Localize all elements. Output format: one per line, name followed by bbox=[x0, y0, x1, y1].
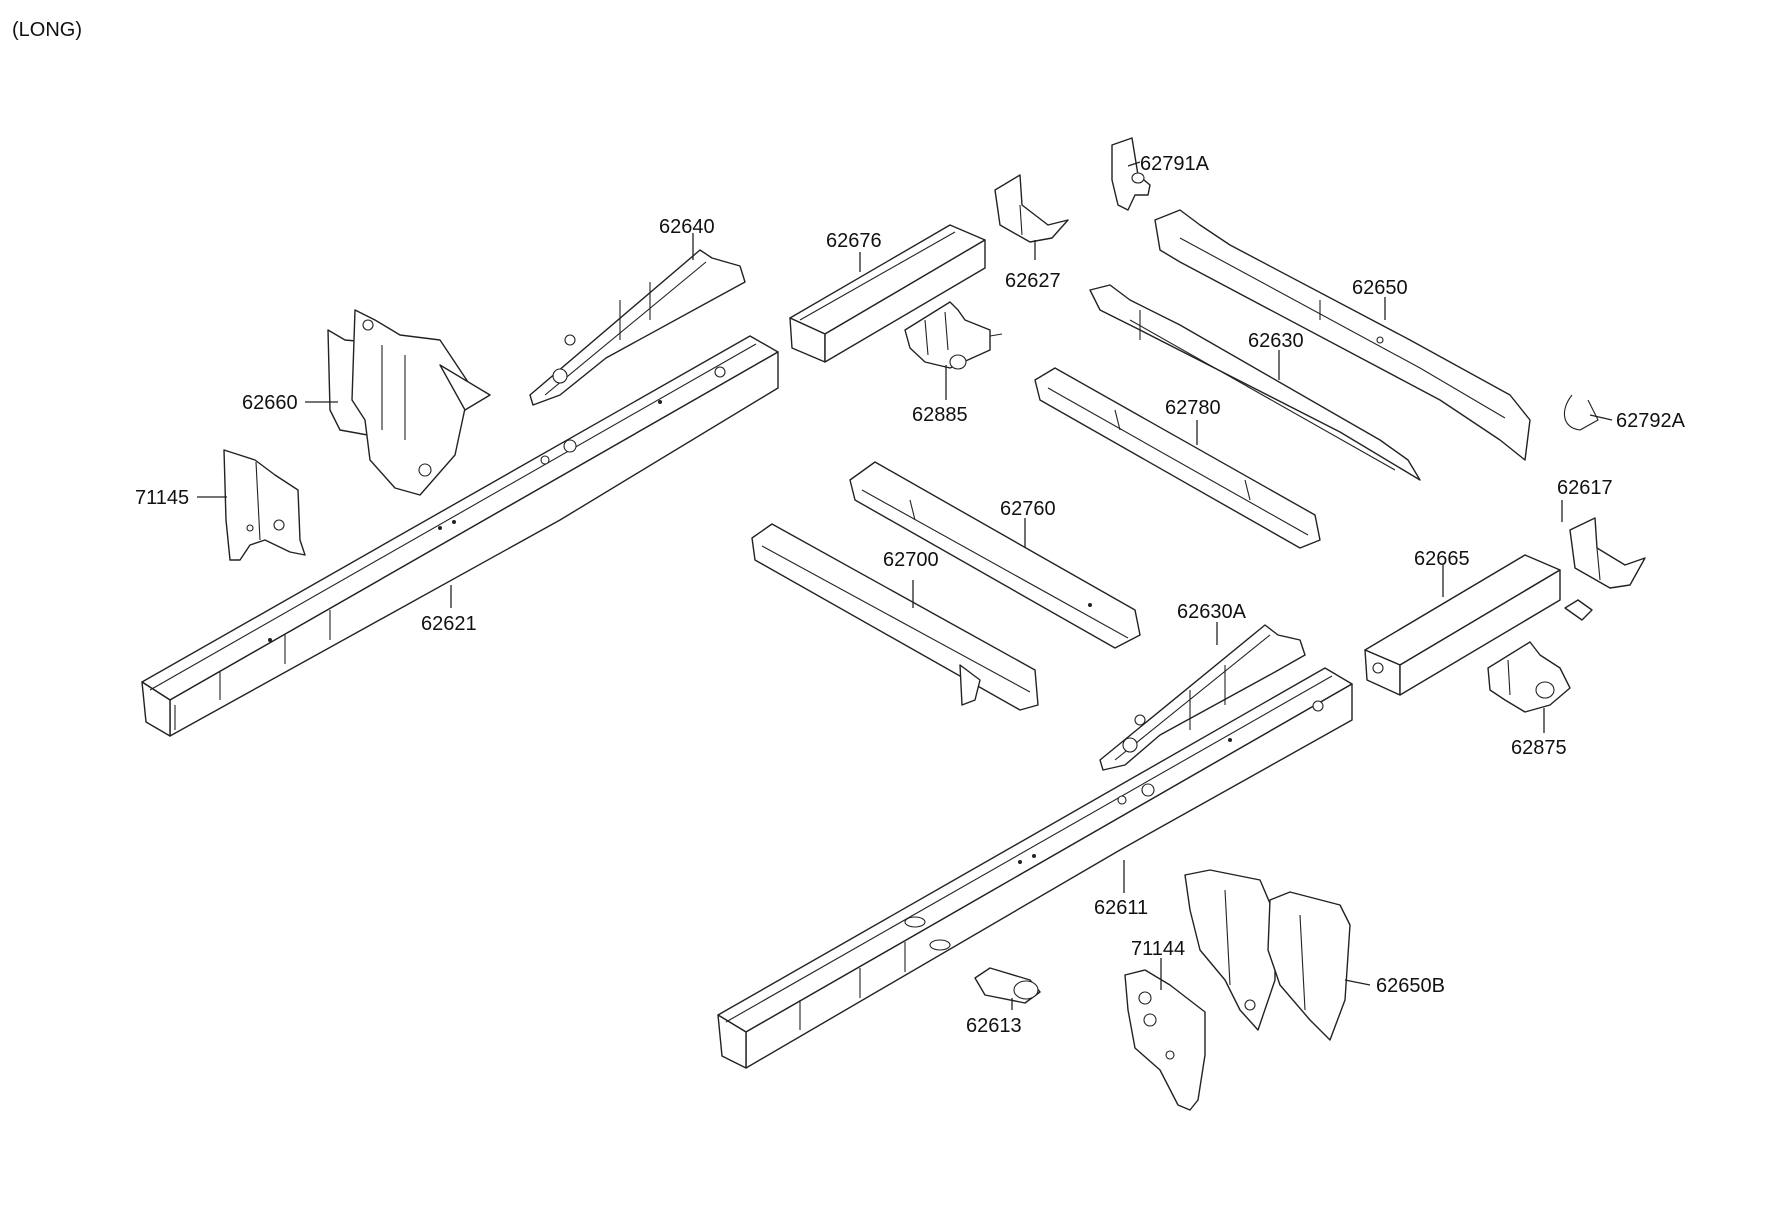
part-62700-member[interactable] bbox=[751, 523, 1039, 711]
label-62650B: 62650B bbox=[1376, 975, 1445, 997]
label-71144: 71144 bbox=[1131, 938, 1185, 960]
label-62780: 62780 bbox=[1165, 397, 1221, 419]
part-62627-bracket[interactable] bbox=[994, 174, 1069, 243]
part-62676-channel[interactable] bbox=[789, 224, 986, 363]
part-62613-plug[interactable] bbox=[974, 967, 1041, 1004]
label-62676: 62676 bbox=[826, 230, 882, 252]
part-62650B-bracket[interactable] bbox=[1184, 869, 1351, 1041]
label-62792A: 62792A bbox=[1616, 410, 1686, 432]
label-62660: 62660 bbox=[242, 392, 298, 414]
label-62665: 62665 bbox=[1414, 548, 1470, 570]
label-62791A: 62791A bbox=[1140, 153, 1210, 175]
label-62700: 62700 bbox=[883, 549, 939, 571]
part-62650-member[interactable] bbox=[1154, 209, 1531, 461]
part-62760-member[interactable] bbox=[849, 461, 1141, 649]
part-62660-bracket[interactable] bbox=[327, 309, 491, 496]
label-62621: 62621 bbox=[421, 613, 477, 635]
part-71144-bracket[interactable] bbox=[1124, 969, 1206, 1111]
part-62665-channel[interactable] bbox=[1364, 554, 1561, 696]
part-62780-member[interactable] bbox=[1034, 367, 1321, 549]
part-62792A-clip[interactable] bbox=[1563, 394, 1599, 431]
label-62617: 62617 bbox=[1557, 477, 1613, 499]
label-62630A: 62630A bbox=[1177, 601, 1247, 623]
label-62627: 62627 bbox=[1005, 270, 1061, 292]
part-62791A-clip[interactable] bbox=[1111, 137, 1151, 211]
label-62611: 62611 bbox=[1094, 897, 1148, 919]
part-62617-bracket[interactable] bbox=[1564, 517, 1646, 621]
label-62613: 62613 bbox=[966, 1015, 1022, 1037]
part-62640-bracket[interactable] bbox=[529, 249, 746, 406]
leader-lines bbox=[197, 161, 1613, 1010]
label-62640: 62640 bbox=[659, 216, 715, 238]
part-62875-bracket[interactable] bbox=[1487, 641, 1571, 713]
part-62611-rail[interactable] bbox=[717, 667, 1353, 1069]
label-62875: 62875 bbox=[1511, 737, 1567, 759]
label-62885: 62885 bbox=[912, 404, 968, 426]
part-71145-bracket[interactable] bbox=[223, 449, 306, 561]
variant-header: (LONG) bbox=[12, 19, 82, 41]
label-62650: 62650 bbox=[1352, 277, 1408, 299]
label-62630: 62630 bbox=[1248, 330, 1304, 352]
part-62630A-bracket[interactable] bbox=[1099, 624, 1306, 771]
label-71145: 71145 bbox=[135, 487, 189, 509]
part-62885-bracket[interactable] bbox=[904, 301, 1003, 370]
label-62760: 62760 bbox=[1000, 498, 1056, 520]
part-62630-member[interactable] bbox=[1089, 284, 1421, 481]
part-62621-rail[interactable] bbox=[141, 335, 779, 737]
